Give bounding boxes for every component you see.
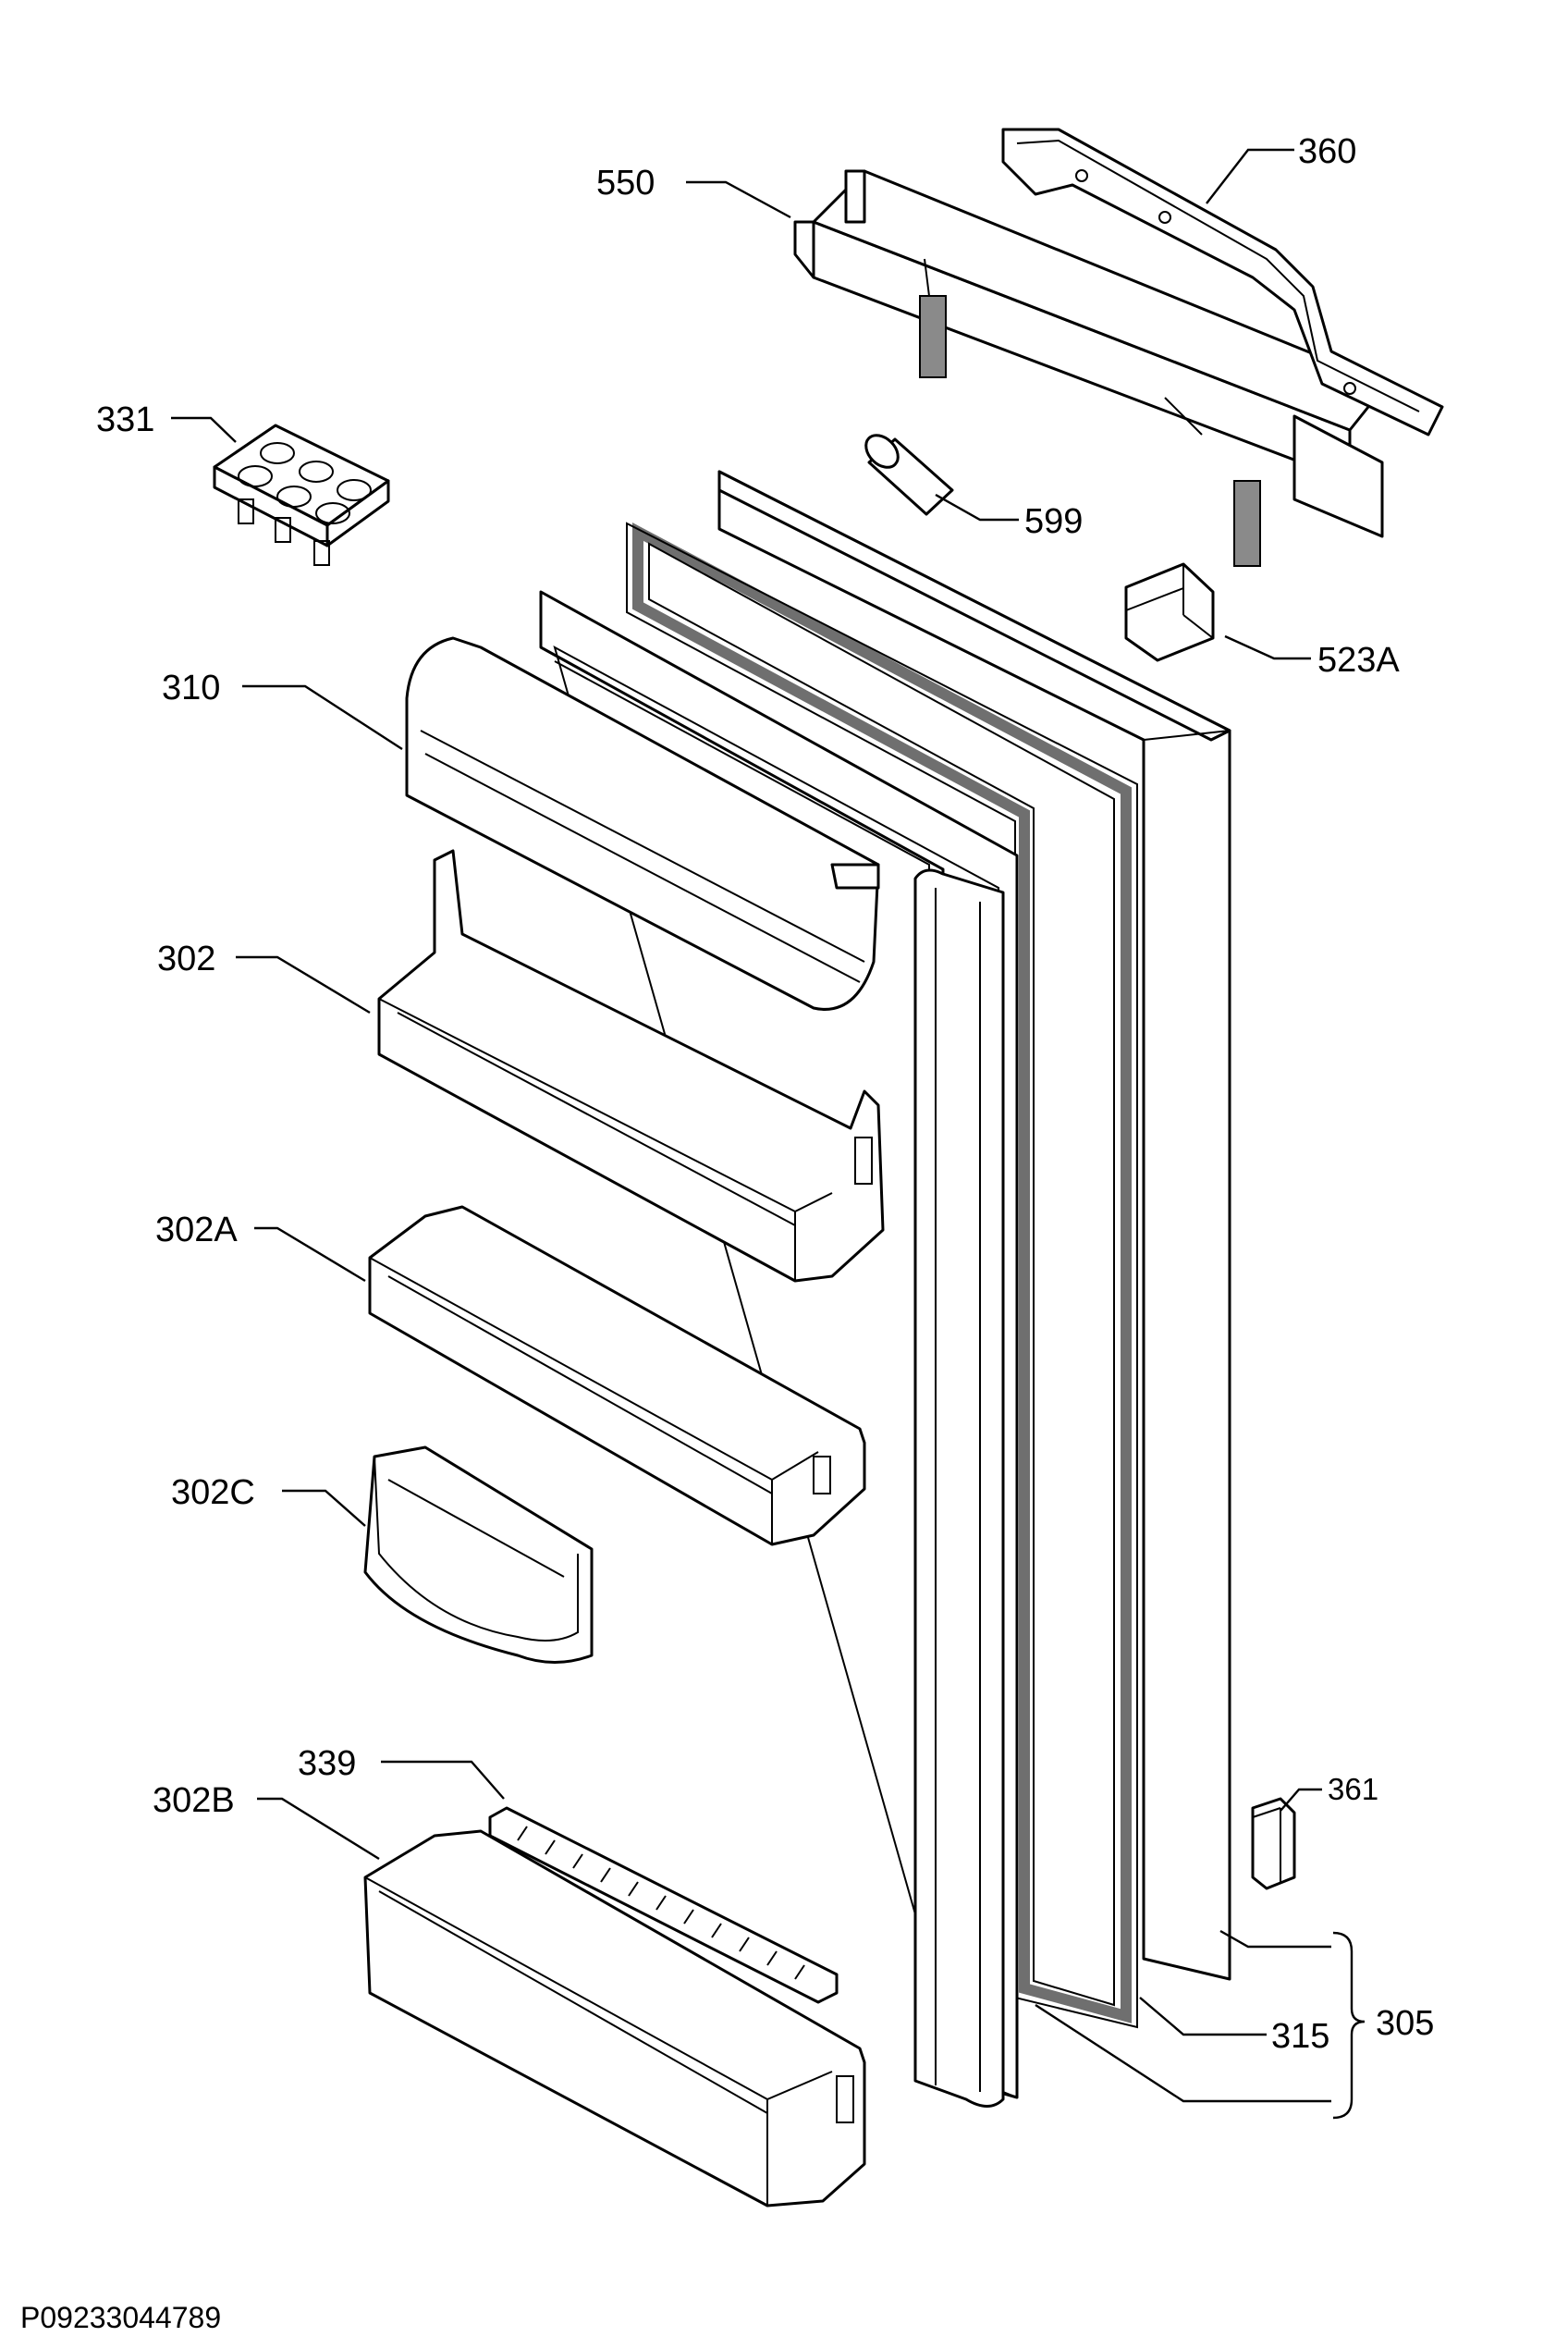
callout-599: 599 xyxy=(1024,502,1083,541)
part-599-pin xyxy=(864,434,954,516)
part-315-door-gasket xyxy=(626,522,1138,2029)
part-550-top-hinge-cover xyxy=(793,169,1389,567)
part-331-egg-tray xyxy=(213,424,390,566)
door-front-edge xyxy=(913,868,1005,2108)
leader-550 xyxy=(686,180,791,219)
leader-lines xyxy=(171,148,1366,2120)
callout-339: 339 xyxy=(298,1744,356,1783)
leader-302B xyxy=(257,1797,380,1861)
leader-305-bottom xyxy=(1035,2003,1331,2103)
part-523A-block xyxy=(1124,562,1215,662)
callout-523A: 523A xyxy=(1317,641,1400,680)
callout-302C: 302C xyxy=(171,1473,255,1512)
leader-310 xyxy=(242,684,403,751)
callout-550: 550 xyxy=(596,164,655,203)
callout-302B: 302B xyxy=(153,1781,235,1820)
callout-302A: 302A xyxy=(155,1211,238,1249)
door-outer-panel xyxy=(717,470,1231,1981)
leader-305-top xyxy=(1219,1929,1331,1949)
callout-305: 305 xyxy=(1376,2004,1434,2043)
callout-360: 360 xyxy=(1298,132,1356,171)
leader-339 xyxy=(381,1760,505,1800)
part-360-hinge-plate xyxy=(1001,128,1444,437)
part-302-door-shelf xyxy=(377,849,885,1283)
part-302B-bottle-shelf xyxy=(363,1829,866,2208)
bracket-305 xyxy=(1332,1931,1366,2120)
part-302C-small-bin xyxy=(363,1445,594,1664)
leader-302C xyxy=(282,1489,366,1527)
leader-331 xyxy=(171,416,237,443)
callout-310: 310 xyxy=(162,669,220,707)
callout-315: 315 xyxy=(1271,2017,1329,2056)
leader-523A xyxy=(1224,634,1311,660)
part-361-clip xyxy=(1251,1797,1296,1890)
leader-360 xyxy=(1206,148,1294,204)
callout-361: 361 xyxy=(1328,1772,1378,1806)
part-310-dairy-compartment xyxy=(405,636,880,1011)
part-305-door-assembly xyxy=(539,470,1231,2108)
leader-302A xyxy=(254,1226,366,1283)
leader-361 xyxy=(1280,1788,1322,1812)
divider-slats xyxy=(517,1826,805,1980)
document-id: P09233044789 xyxy=(20,2301,221,2334)
leader-599 xyxy=(935,493,1019,522)
leader-315 xyxy=(1139,1997,1267,2036)
part-302A-door-shelf xyxy=(368,1205,866,1546)
callout-302: 302 xyxy=(157,940,215,978)
callout-labels: 550 360 331 599 523A 310 302 302A 302C 3… xyxy=(96,132,1434,2056)
leader-302 xyxy=(236,955,371,1015)
callout-331: 331 xyxy=(96,400,154,439)
